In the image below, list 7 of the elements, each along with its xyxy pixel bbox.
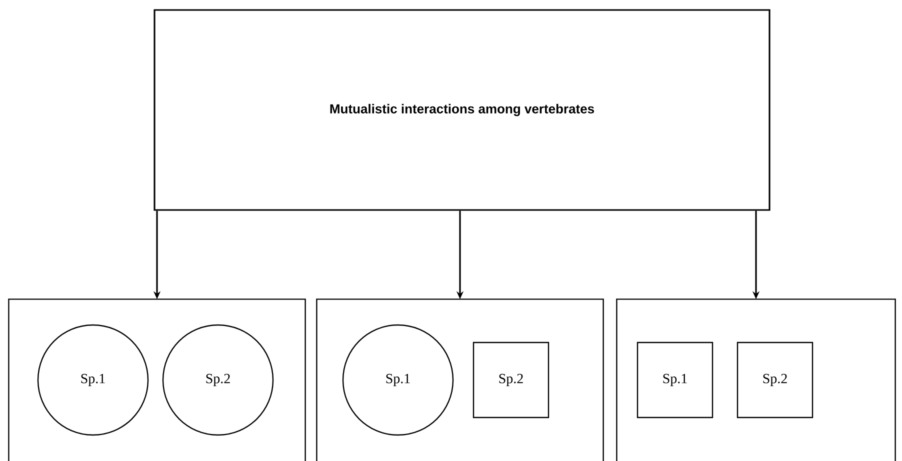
- panel-box: [8, 298, 306, 461]
- panel-box: [616, 298, 896, 461]
- panel-box: [316, 298, 604, 461]
- species-square: Sp.1: [636, 342, 714, 418]
- species-square: Sp.2: [472, 342, 550, 418]
- title-box: Mutualistic interactions among vertebrates: [154, 9, 770, 211]
- species-square: Sp.2: [736, 342, 814, 418]
